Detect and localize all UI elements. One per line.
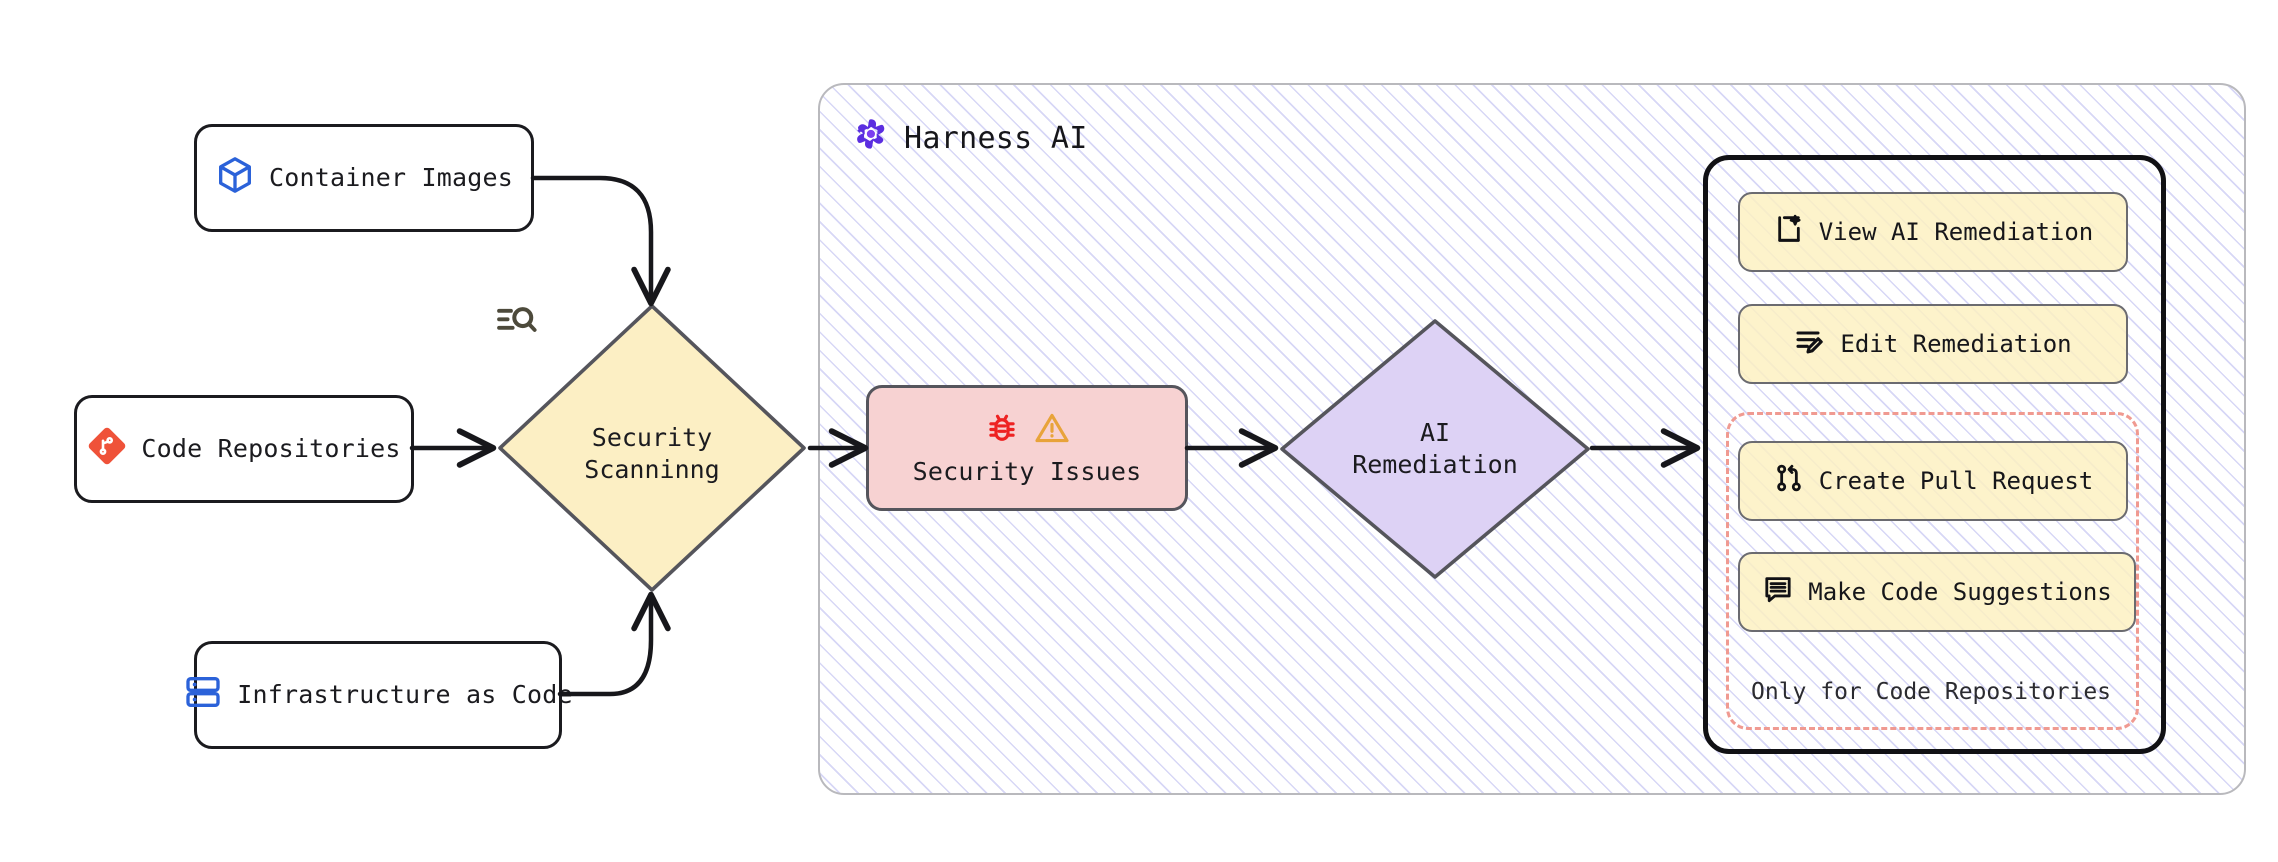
container-cube-icon [215,155,255,201]
node-security-scanning[interactable]: Security Scanninng [494,300,810,596]
action-label: Create Pull Request [1818,467,2094,495]
action-label: Make Code Suggestions [1808,578,2112,606]
edge-iac-to-scanning [557,591,671,697]
node-label: Infrastructure as Code [237,679,573,709]
action-label: Edit Remediation [1840,330,2072,358]
node-label: Security Issues [912,456,1142,486]
action-view-ai-remediation[interactable]: View AI Remediation [1738,192,2128,272]
node-container-images[interactable]: Container Images [194,124,534,232]
lines-pencil-icon [1794,325,1826,363]
server-stack-icon [183,672,223,718]
bug-icon [984,410,1020,452]
code-repos-only-label: Only for Code Repositories [1751,679,2112,705]
document-sparkle-icon [1773,213,1805,251]
node-label: Code Repositories [141,433,401,463]
git-repository-icon [87,426,127,472]
harness-ai-title-text: Harness AI [904,120,1088,156]
action-make-code-suggestions[interactable]: Make Code Suggestions [1738,552,2136,632]
warning-triangle-icon [1034,410,1070,452]
node-ai-remediation[interactable]: AI Remediation [1276,315,1594,583]
git-pull-request-icon [1773,462,1805,500]
action-label: View AI Remediation [1818,218,2094,246]
node-label: Container Images [268,162,514,192]
node-code-repositories[interactable]: Code Repositories [74,395,414,503]
harness-ai-title: Harness AI [852,115,1088,161]
actions-panel: View AI Remediation Edit Remediation Onl… [1703,155,2166,754]
node-security-issues[interactable]: Security Issues [866,385,1188,511]
action-create-pull-request[interactable]: Create Pull Request [1738,441,2128,521]
comment-lines-icon [1762,573,1794,611]
node-infrastructure-as-code[interactable]: Infrastructure as Code [186,641,573,749]
code-repos-only-group: Only for Code Repositories [1726,412,2139,730]
edge-container-images-to-scanning [530,175,671,307]
action-edit-remediation[interactable]: Edit Remediation [1738,304,2128,384]
harness-pinwheel-logo [852,115,890,161]
